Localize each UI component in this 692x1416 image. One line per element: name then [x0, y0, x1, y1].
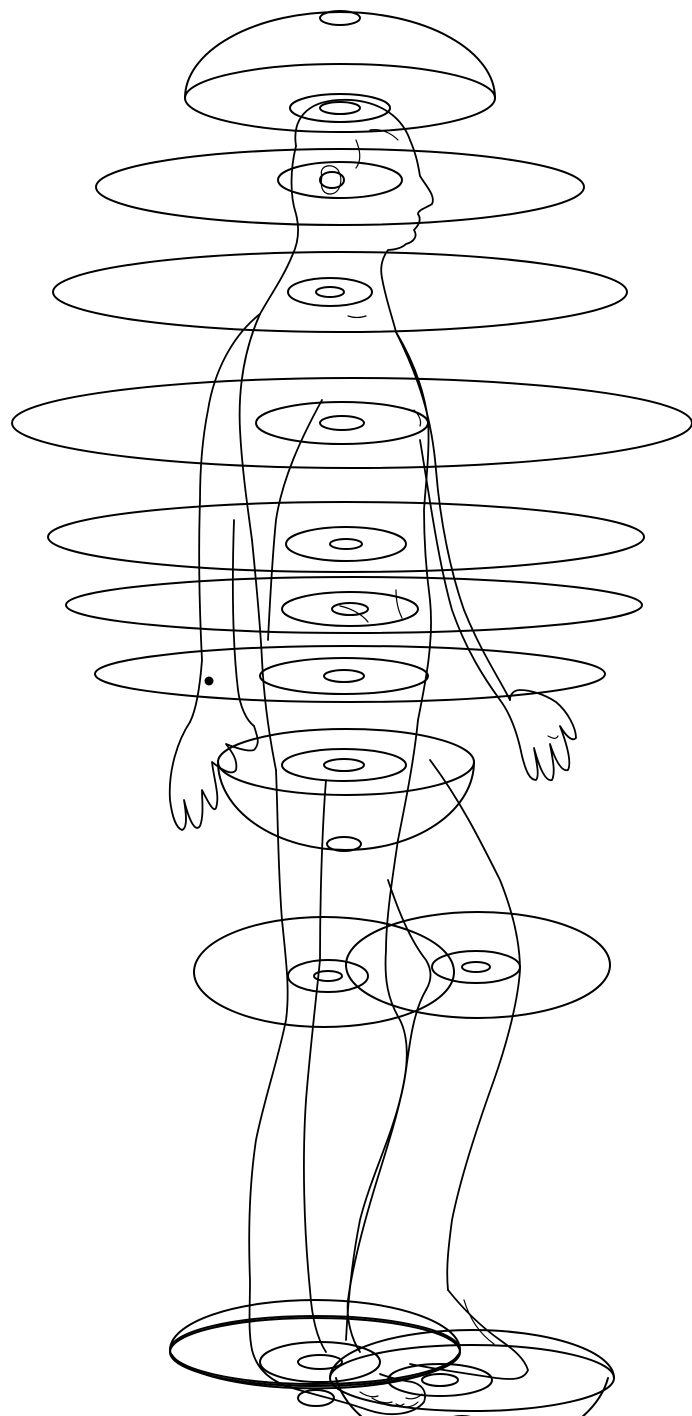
human-figure: [170, 100, 576, 1414]
navel-disc: [66, 577, 642, 633]
sacral-disc: [95, 646, 605, 702]
solar-plexus-disc: [48, 502, 644, 572]
wrist-point: [205, 677, 214, 686]
foot-bowls: [170, 1300, 614, 1416]
head-top-dome: [185, 11, 495, 132]
knee-discs: [194, 912, 610, 1027]
neck-disc: [53, 252, 627, 332]
chest-disc: [12, 378, 692, 468]
